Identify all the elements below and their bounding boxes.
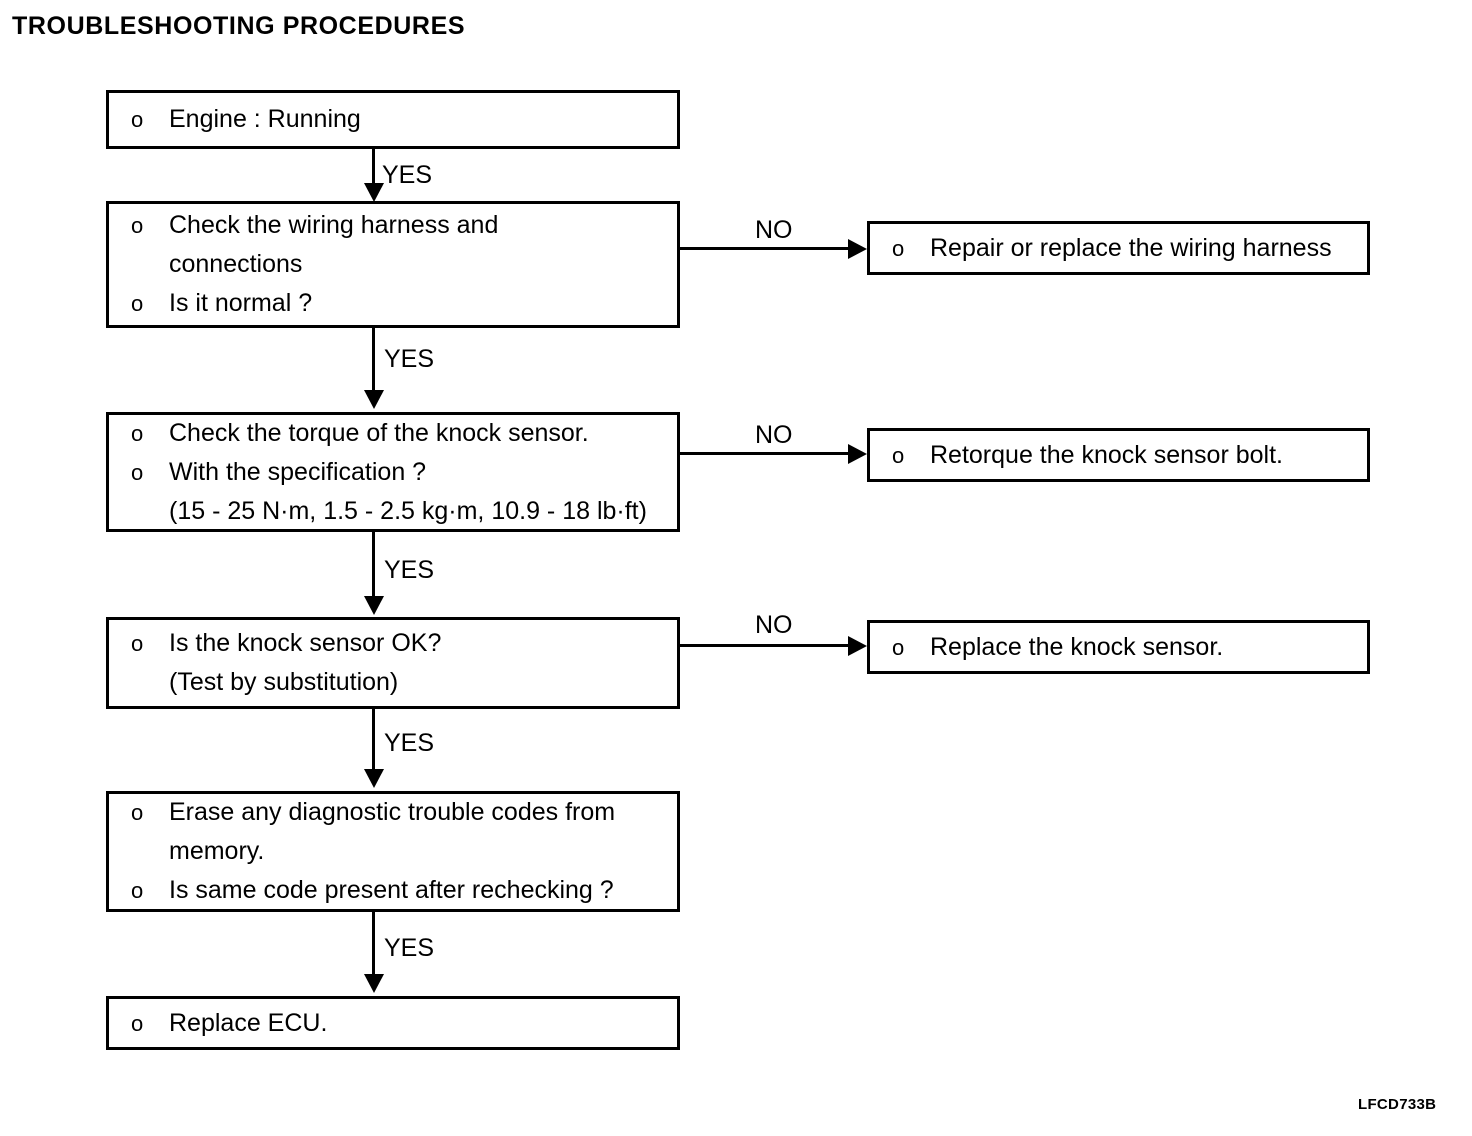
- connector-line-yes-5: [372, 912, 375, 976]
- node-line: o Is the knock sensor OK?: [131, 624, 677, 663]
- node-line-text: Repair or replace the wiring harness: [930, 233, 1332, 262]
- node-line-text: Is the knock sensor OK?: [169, 629, 442, 657]
- bullet-marker: o: [892, 442, 905, 468]
- node-line-spec: o (15 - 25 N·m, 1.5 - 2.5 kg·m, 10.9 - 1…: [131, 492, 677, 531]
- node-line: o memory.: [131, 832, 677, 871]
- node-line-text: Replace ECU.: [169, 1008, 328, 1037]
- node-line-text: Retorque the knock sensor bolt.: [930, 440, 1283, 469]
- node-line-text: Is same code present after rechecking ?: [169, 876, 614, 904]
- flow-node-check-knock-sensor-torque: o Check the torque of the knock sensor. …: [106, 412, 680, 532]
- edge-label-yes-5: YES: [384, 934, 435, 962]
- bullet-marker: o: [131, 631, 144, 656]
- edge-label-no-2: NO: [755, 421, 793, 449]
- connector-line-yes-1: [372, 149, 375, 187]
- node-line: o Replace ECU.: [131, 1004, 677, 1043]
- bullet-marker: o: [131, 291, 144, 316]
- node-line-text: memory.: [169, 837, 265, 865]
- document-reference-code: LFCD733B: [1358, 1096, 1437, 1113]
- node-line: o Check the torque of the knock sensor.: [131, 414, 677, 453]
- bullet-marker: o: [131, 420, 144, 446]
- arrow-head-yes-1: [364, 183, 384, 202]
- bullet-marker: o: [892, 235, 905, 261]
- node-line: o Is it normal ?: [131, 284, 677, 323]
- edge-label-yes-3: YES: [384, 556, 435, 584]
- node-line-text: Is it normal ?: [169, 289, 313, 317]
- page-title: TROUBLESHOOTING PROCEDURES: [12, 12, 466, 40]
- connector-line-no-2: [680, 452, 850, 455]
- connector-line-yes-2: [372, 328, 375, 392]
- bullet-marker: o: [131, 213, 144, 238]
- bullet-marker: o: [892, 634, 905, 660]
- flow-node-replace-ecu: o Replace ECU.: [106, 996, 680, 1050]
- bullet-marker: o: [131, 1010, 144, 1036]
- node-line-text: Check the wiring harness and: [169, 211, 499, 239]
- edge-label-no-1: NO: [755, 216, 793, 244]
- node-line-text: Erase any diagnostic trouble codes from: [169, 798, 616, 826]
- flow-node-knock-sensor-ok: o Is the knock sensor OK? o (Test by sub…: [106, 617, 680, 709]
- arrow-head-no-3: [848, 636, 867, 656]
- node-line-text: With the specification ?: [169, 457, 427, 486]
- arrow-head-yes-2: [364, 390, 384, 409]
- connector-line-no-3: [680, 644, 850, 647]
- flow-node-retorque-bolt: o Retorque the knock sensor bolt.: [867, 428, 1370, 482]
- arrow-head-no-2: [848, 444, 867, 464]
- connector-line-yes-4: [372, 709, 375, 771]
- node-line: o With the specification ?: [131, 453, 677, 492]
- arrow-head-yes-5: [364, 974, 384, 993]
- bullet-marker: o: [131, 107, 144, 132]
- flow-node-repair-wiring-harness: o Repair or replace the wiring harness: [867, 221, 1370, 275]
- arrow-head-yes-3: [364, 596, 384, 615]
- node-line: o (Test by substitution): [131, 663, 677, 702]
- edge-label-yes-4: YES: [384, 729, 435, 757]
- torque-specification-text: (15 - 25 N·m, 1.5 - 2.5 kg·m, 10.9 - 18 …: [169, 496, 647, 525]
- flow-node-check-wiring-harness: o Check the wiring harness and o connect…: [106, 201, 680, 328]
- flow-node-erase-codes: o Erase any diagnostic trouble codes fro…: [106, 791, 680, 912]
- node-line-text: Engine : Running: [169, 105, 361, 133]
- node-line-text: Replace the knock sensor.: [930, 632, 1224, 661]
- node-line: o Replace the knock sensor.: [892, 628, 1367, 667]
- node-line: o Is same code present after rechecking …: [131, 871, 677, 910]
- connector-line-yes-3: [372, 532, 375, 598]
- node-line-text: connections: [169, 250, 303, 278]
- bullet-marker: o: [131, 800, 144, 825]
- node-line: o Retorque the knock sensor bolt.: [892, 436, 1367, 475]
- node-line-text: Check the torque of the knock sensor.: [169, 418, 589, 447]
- node-line-text: (Test by substitution): [169, 668, 399, 696]
- flow-node-engine-running: o Engine : Running: [106, 90, 680, 149]
- edge-label-yes-2: YES: [384, 345, 435, 373]
- arrow-head-no-1: [848, 239, 867, 259]
- arrow-head-yes-4: [364, 769, 384, 788]
- edge-label-yes-1: YES: [382, 161, 433, 189]
- bullet-marker: o: [131, 878, 144, 903]
- node-line: o connections: [131, 245, 677, 284]
- connector-line-no-1: [680, 247, 850, 250]
- node-line: o Erase any diagnostic trouble codes fro…: [131, 793, 677, 832]
- flow-node-replace-knock-sensor: o Replace the knock sensor.: [867, 620, 1370, 674]
- edge-label-no-3: NO: [755, 611, 793, 639]
- node-line: o Check the wiring harness and: [131, 206, 677, 245]
- node-line: o Repair or replace the wiring harness: [892, 229, 1367, 268]
- bullet-marker: o: [131, 459, 144, 485]
- node-line: o Engine : Running: [131, 100, 677, 139]
